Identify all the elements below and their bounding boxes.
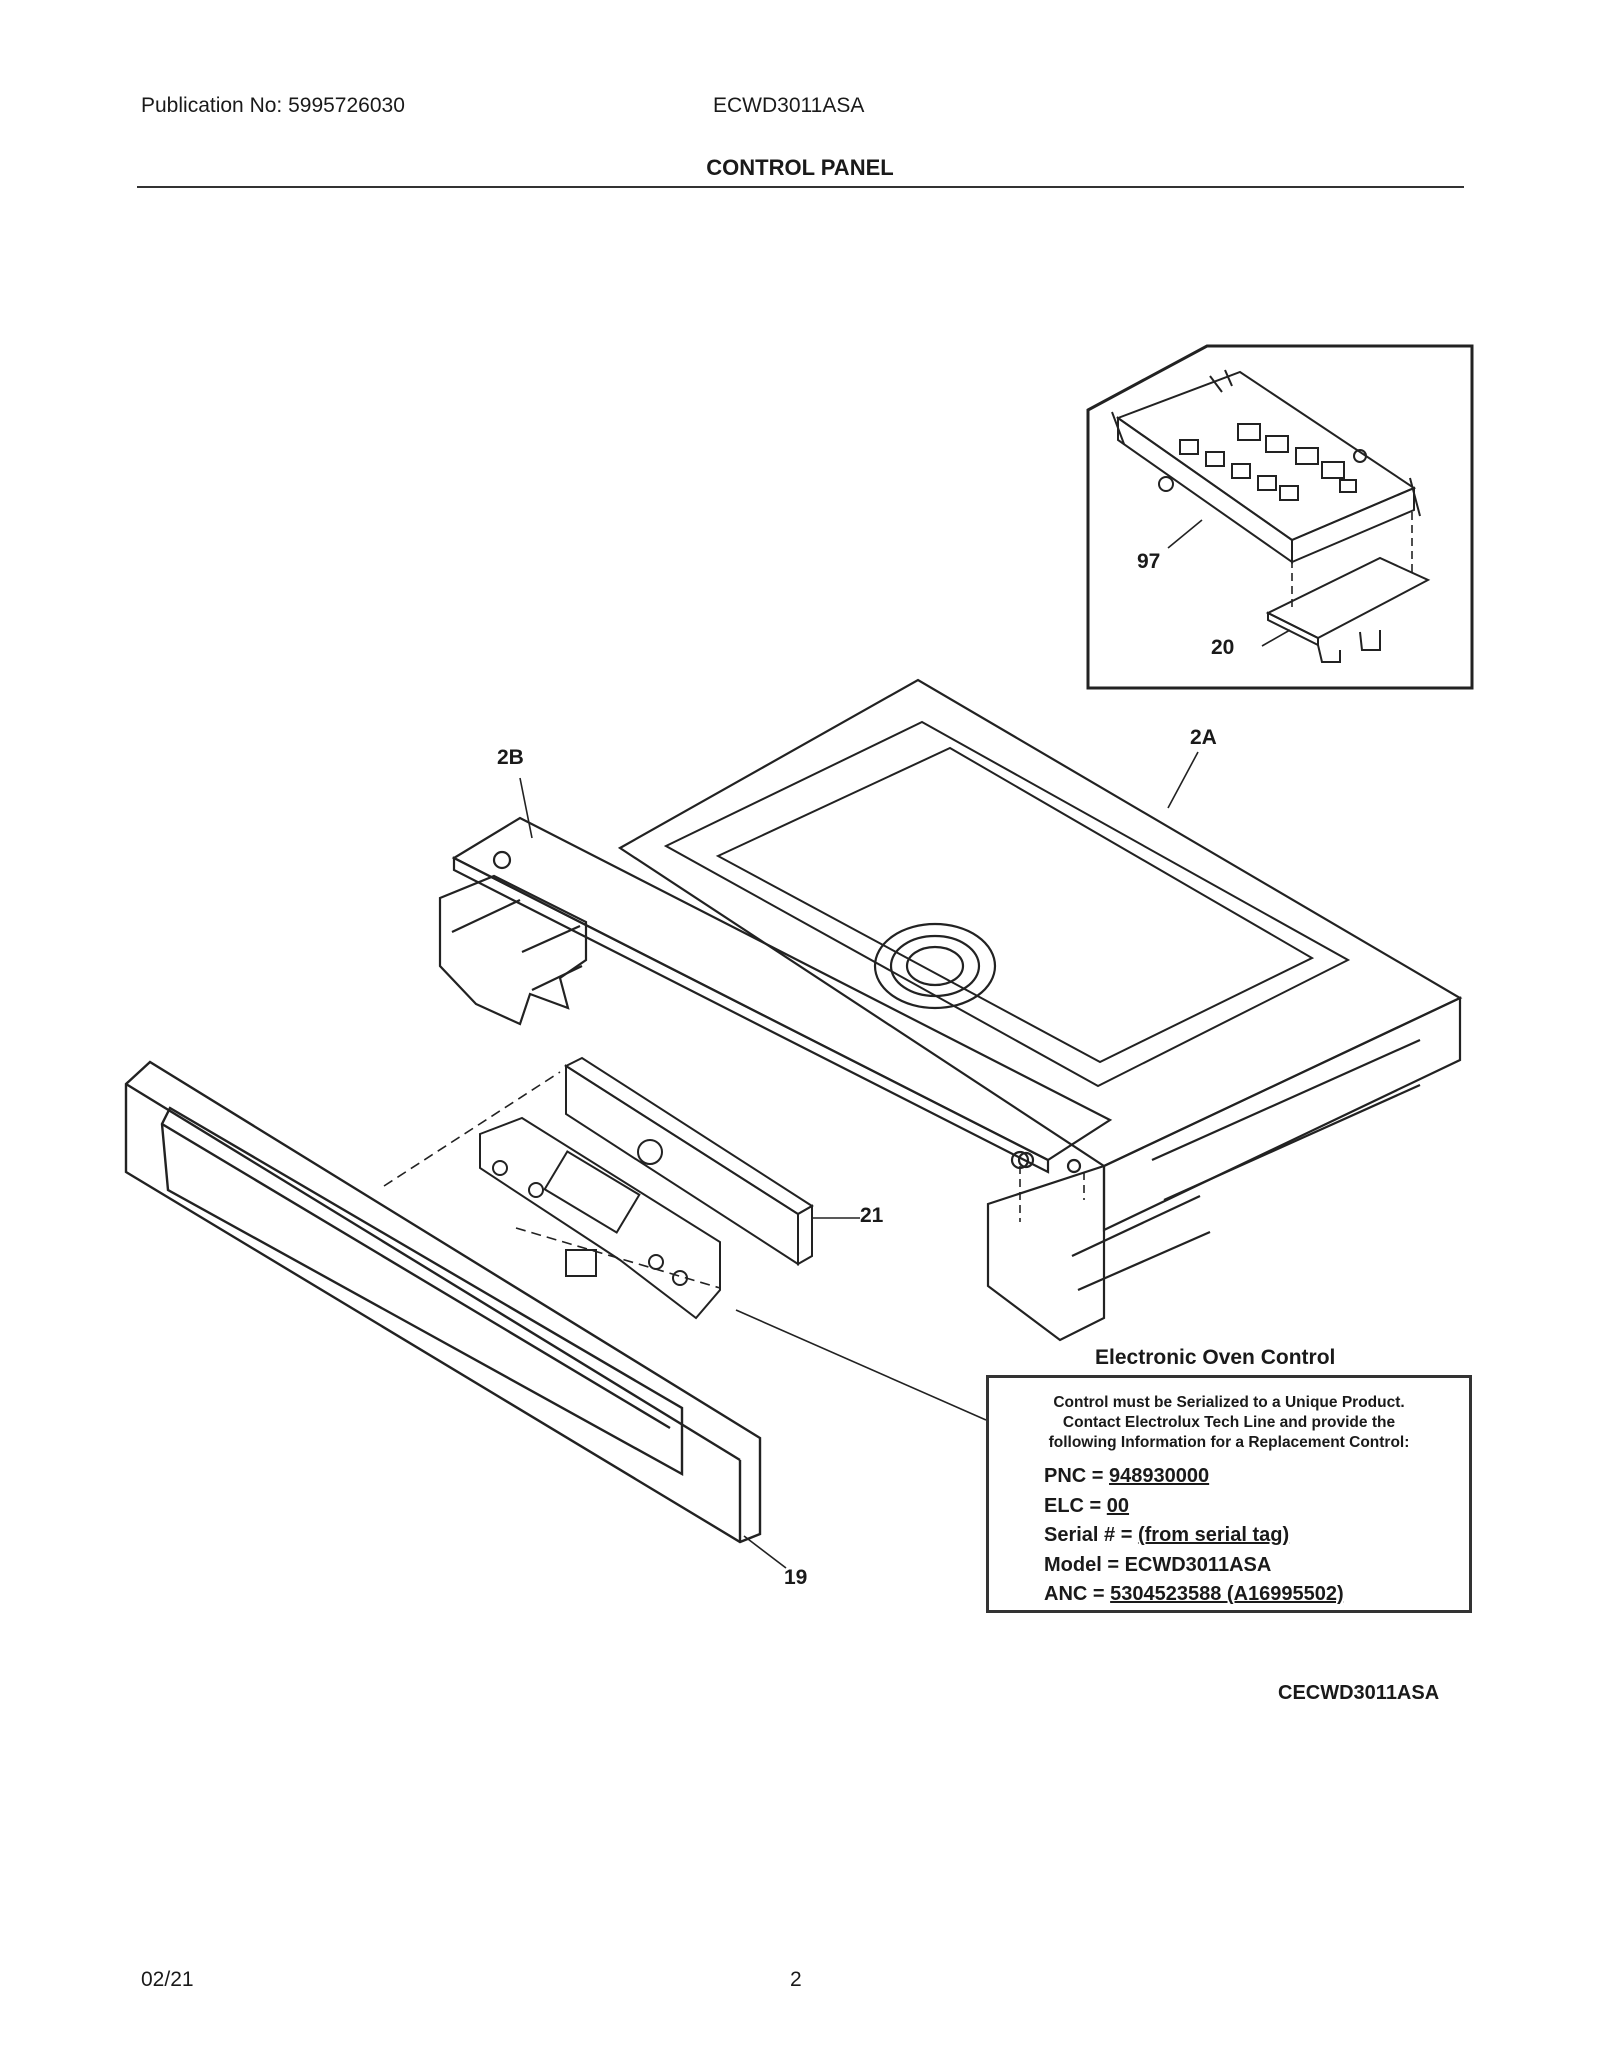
- callout-19: 19: [784, 1566, 808, 1589]
- page-title: CONTROL PANEL: [706, 155, 894, 180]
- anc-row: ANC = 5304523588 (A16995502): [1044, 1580, 1344, 1610]
- message-line: Contact Electrolux Tech Line and provide…: [1062, 1414, 1396, 1431]
- control-board-illustration: [1111, 369, 1421, 564]
- assembly-leader-lines: [383, 751, 1199, 1569]
- control-panel-top-illustration: [617, 678, 1463, 1342]
- control-info-box: Control must be Serialized to a Unique P…: [986, 1375, 1472, 1613]
- callout-2B: 2B: [497, 746, 524, 769]
- elc-value: 00: [1106, 1494, 1130, 1517]
- control-panel-fascia-illustration: [124, 1060, 762, 1544]
- title-divider: [137, 186, 1464, 188]
- board-bracket-illustration: [479, 1056, 814, 1320]
- model-label: Model =: [1044, 1553, 1125, 1576]
- publication-number: Publication No: 5995726030: [141, 94, 405, 117]
- message-line: Control must be Serialized to a Unique P…: [1053, 1394, 1405, 1411]
- serial-row: Serial # = (from serial tag): [1044, 1521, 1344, 1551]
- electronic-oven-control-title: Electronic Oven Control: [1095, 1346, 1336, 1369]
- model-value: ECWD3011ASA: [1124, 1553, 1272, 1576]
- bracket-illustration: [1265, 556, 1431, 663]
- control-fields: PNC = 948930000 ELC = 00 Serial # = (fro…: [1044, 1462, 1344, 1610]
- serialization-message: Control must be Serialized to a Unique P…: [989, 1393, 1469, 1453]
- pnc-value: 948930000: [1109, 1465, 1210, 1487]
- serial-value: (from serial tag): [1137, 1524, 1290, 1546]
- serial-label: Serial # =: [1044, 1524, 1138, 1546]
- callout-97: 97: [1137, 550, 1161, 573]
- callout-20: 20: [1211, 636, 1235, 659]
- diagram-code: CECWD3011ASA: [1278, 1682, 1440, 1704]
- model-number: ECWD3011ASA: [713, 94, 865, 117]
- page-number: 2: [790, 1968, 802, 1991]
- callout-21: 21: [860, 1204, 884, 1227]
- model-row: Model = ECWD3011ASA: [1044, 1551, 1344, 1581]
- elc-label: ELC =: [1044, 1494, 1107, 1517]
- anc-value: 5304523588 (A16995502): [1110, 1583, 1344, 1605]
- inset-leader-lines: [1167, 512, 1413, 647]
- callout-2A: 2A: [1190, 726, 1217, 749]
- footer-date: 02/21: [141, 1968, 194, 1991]
- pnc-row: PNC = 948930000: [1044, 1462, 1344, 1492]
- anc-label: ANC =: [1044, 1583, 1111, 1605]
- pnc-label: PNC =: [1044, 1465, 1110, 1487]
- message-line: following Information for a Replacement …: [1048, 1434, 1410, 1451]
- inset-frame: [1086, 344, 1474, 690]
- elc-row: ELC = 00: [1044, 1492, 1344, 1522]
- trim-strip-illustration: [438, 816, 1113, 1174]
